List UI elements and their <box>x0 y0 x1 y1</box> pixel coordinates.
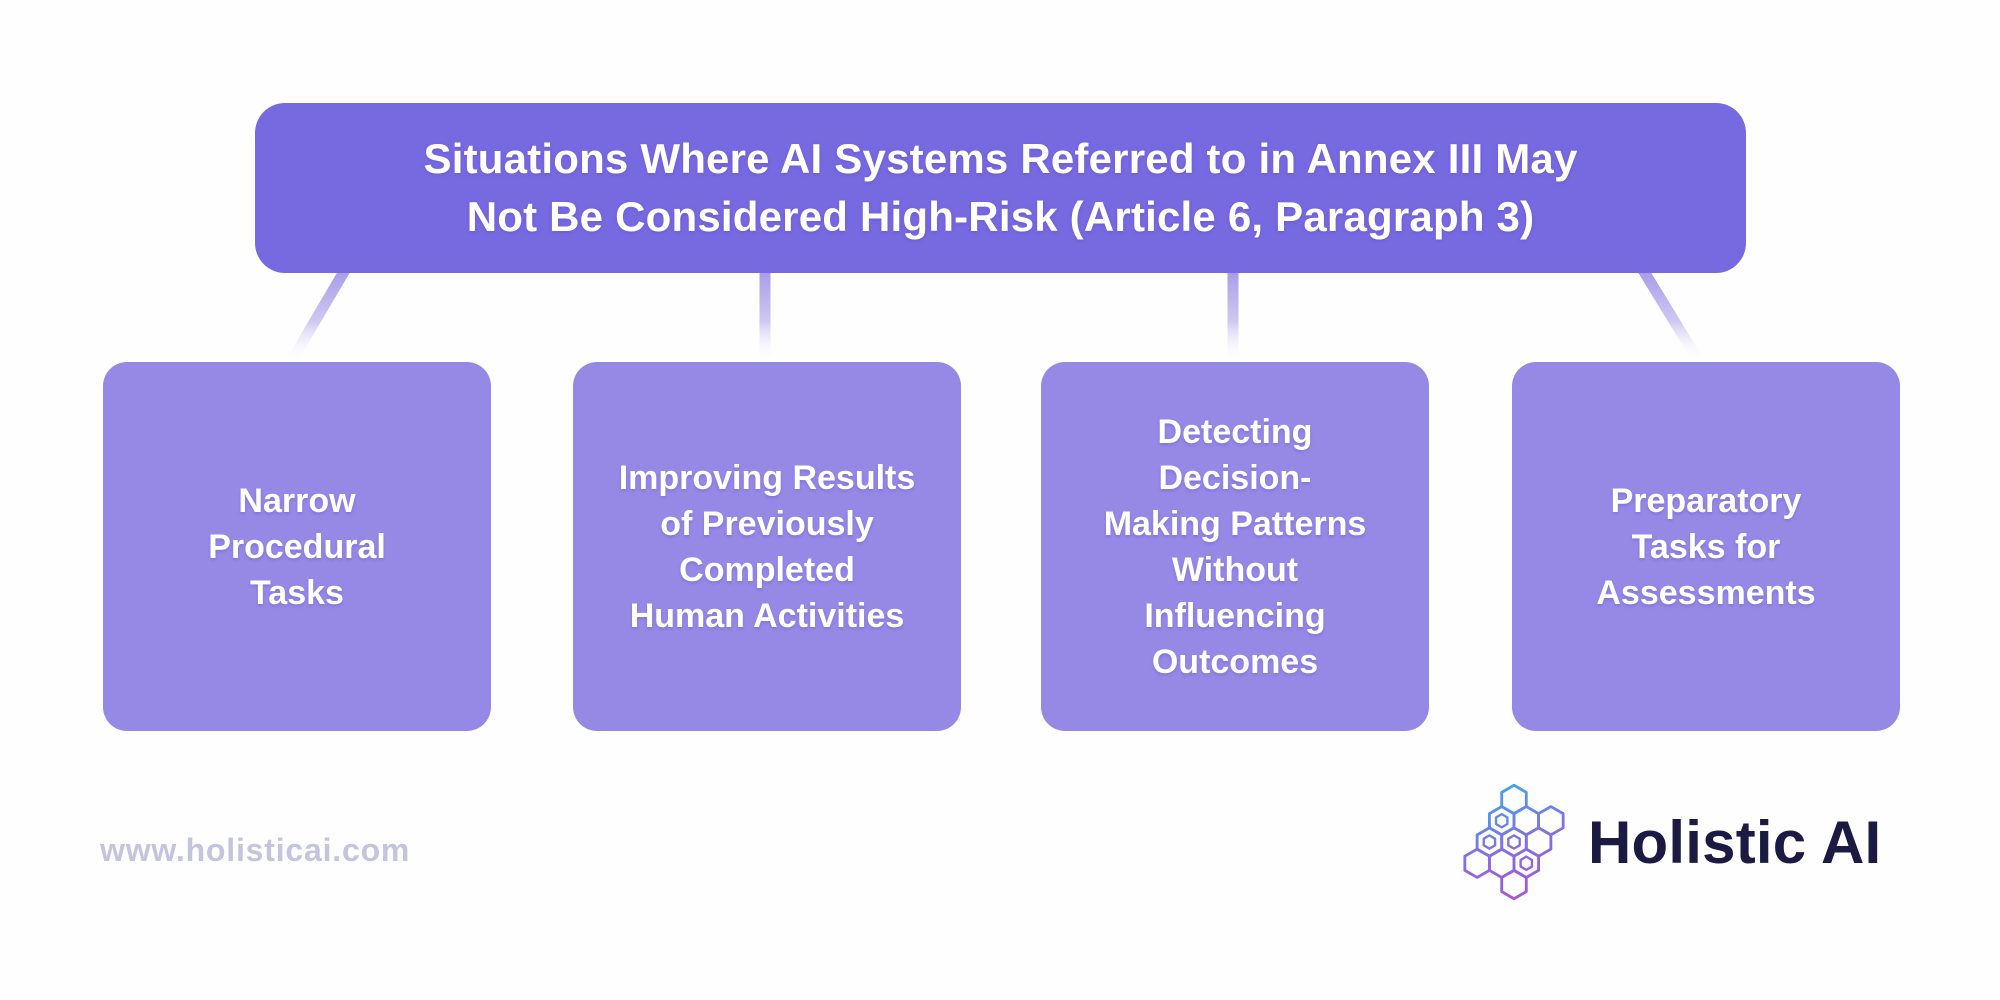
hexagon-mesh-logo-icon <box>1463 783 1565 901</box>
box-text-line: Detecting <box>1157 412 1313 451</box>
connector-line-4 <box>1637 264 1704 366</box>
box-text-line: of Previously <box>660 504 874 543</box>
brand-logo: Holistic AI <box>1462 782 1881 902</box>
box-text-line: Making Patterns <box>1103 504 1367 543</box>
connector-line-1 <box>286 264 351 366</box>
title-line-2: Not Be Considered High-Risk (Article 6, … <box>466 193 1535 240</box>
title-line-1: Situations Where AI Systems Referred to … <box>423 135 1578 182</box>
box-text-line: Narrow <box>238 481 356 520</box>
box-text-line: Influencing <box>1144 596 1326 635</box>
box-text-line: Human Activities <box>629 596 905 635</box>
box-text-line: Procedural <box>208 527 386 566</box>
box-text-line: Tasks for <box>1631 527 1781 566</box>
box-text-line: Assessments <box>1596 573 1816 612</box>
title-box: Situations Where AI Systems Referred to … <box>255 103 1746 273</box>
category-box-improving-results: Improving Results of Previously Complete… <box>573 362 961 731</box>
brand-name: Holistic AI <box>1588 808 1882 876</box>
box-text-line: Without <box>1171 550 1299 589</box>
website-url: www.holisticai.com <box>100 832 411 868</box>
box-text-line: Completed <box>679 550 855 589</box>
box-text-line: Tasks <box>250 573 344 612</box>
box-text-line: Decision- <box>1158 458 1312 497</box>
category-box-detecting-patterns: Detecting Decision- Making Patterns With… <box>1041 362 1429 731</box>
category-box-preparatory-tasks: Preparatory Tasks for Assessments <box>1512 362 1900 731</box>
box-text-line: Preparatory <box>1610 481 1802 520</box>
box-text-line: Outcomes <box>1151 642 1319 681</box>
category-box-narrow-procedural-tasks: Narrow Procedural Tasks <box>103 362 491 731</box>
box-text-line: Improving Results <box>618 458 916 497</box>
